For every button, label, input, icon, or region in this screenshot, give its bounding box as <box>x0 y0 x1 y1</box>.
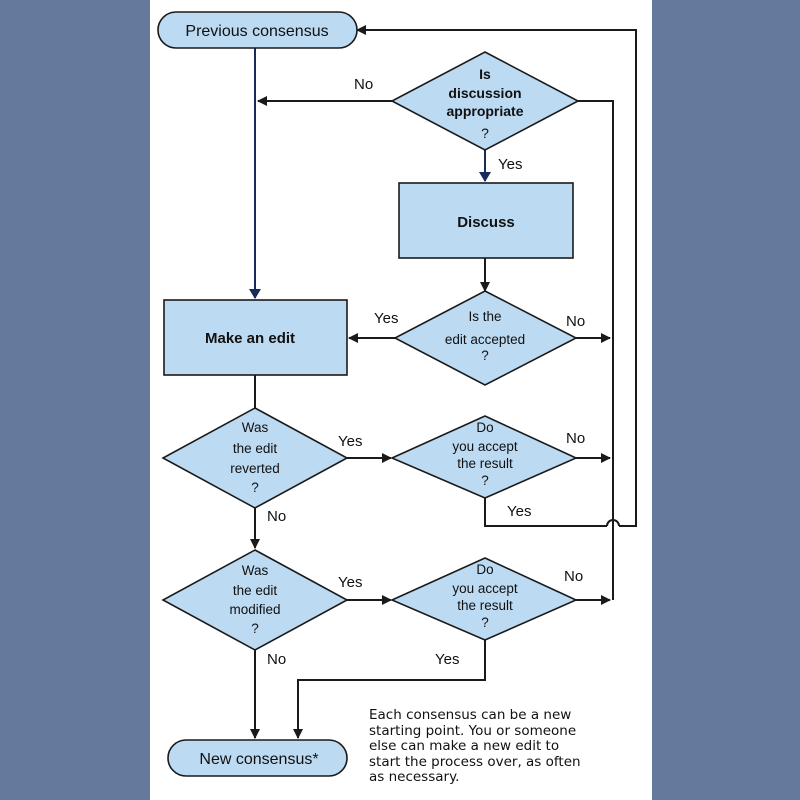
reverted-q-line: Was <box>242 420 269 435</box>
label-result2-yes: Yes <box>435 651 459 668</box>
footnote-line: as necessary. <box>369 769 460 785</box>
result1-q-line: the result <box>457 456 513 471</box>
reverted-decision <box>161 407 349 509</box>
result2-q-line: you accept <box>452 581 518 596</box>
discussion-q-line: ? <box>481 125 489 141</box>
accepted-q-line: edit accepted <box>445 332 525 347</box>
reverted-q-line: ? <box>251 480 259 495</box>
footnote-line: start the process over, as often <box>369 753 581 770</box>
reverted-q-line: reverted <box>230 461 280 476</box>
result1-q-line: Do <box>476 420 493 435</box>
accepted-q-line: ? <box>481 348 489 363</box>
label-reverted-yes: Yes <box>338 433 362 450</box>
label-discussion-yes: Yes <box>498 156 522 173</box>
new-consensus-label: New consensus* <box>199 751 318 768</box>
label-accepted-no: No <box>566 313 585 330</box>
discussion-decision <box>390 51 580 151</box>
new-consensus-node <box>167 739 348 777</box>
edge-result1-yes <box>484 498 607 527</box>
label-reverted-no: No <box>267 508 286 525</box>
modified-q-line: the edit <box>233 583 278 598</box>
modified-q-line: modified <box>229 602 280 617</box>
discuss-node <box>398 182 574 259</box>
result1-q-line: you accept <box>452 439 518 454</box>
label-result1-no: No <box>566 430 585 447</box>
result1-q-line: ? <box>481 473 489 488</box>
make-edit-node <box>163 299 348 376</box>
discussion-q-line: appropriate <box>446 103 523 119</box>
connectors <box>249 25 637 739</box>
label-modified-yes: Yes <box>338 574 362 591</box>
label-modified-no: No <box>267 651 286 668</box>
accept-result-decision-1 <box>390 415 578 499</box>
modified-q-line: ? <box>251 621 259 636</box>
make-edit-label: Make an edit <box>205 330 295 347</box>
edge-loop-back <box>356 25 637 527</box>
diagram-panel <box>150 0 652 800</box>
modified-decision <box>161 549 349 651</box>
footnote: Each consensus can be a new starting poi… <box>369 707 639 786</box>
edit-accepted-question: Is the edit accepted ? <box>445 309 525 363</box>
edit-accepted-decision <box>393 290 578 386</box>
discussion-q-line: discussion <box>448 85 521 101</box>
footnote-line: Each consensus can be a new <box>369 707 572 723</box>
reverted-q-line: the edit <box>233 441 278 456</box>
label-result2-no: No <box>564 568 583 585</box>
reverted-question: Was the edit reverted ? <box>230 420 280 495</box>
label-result1-yes: Yes <box>507 503 531 520</box>
result2-q-line: the result <box>457 598 513 613</box>
discussion-q-line: Is <box>479 66 491 82</box>
accept-result-question-1: Do you accept the result ? <box>452 420 518 488</box>
edge-right-collector <box>576 100 614 600</box>
accept-result-decision-2 <box>390 557 578 641</box>
edge-labels: No Yes Yes No Yes No Yes No Yes No No Ye… <box>267 76 585 668</box>
discussion-question: Is discussion appropriate ? <box>446 66 523 141</box>
modified-question: Was the edit modified ? <box>229 563 280 636</box>
discuss-label: Discuss <box>457 214 515 231</box>
edge-crossing-hop <box>606 519 620 527</box>
accept-result-question-2: Do you accept the result ? <box>452 562 518 630</box>
previous-consensus-label: Previous consensus <box>185 23 328 40</box>
label-accepted-yes: Yes <box>374 310 398 327</box>
accepted-q-line: Is the <box>468 309 501 324</box>
footnote-line: starting point. You or someone <box>369 722 577 739</box>
previous-consensus-node <box>157 11 358 49</box>
footnote-line: else can make a new edit to <box>369 738 560 754</box>
modified-q-line: Was <box>242 563 269 578</box>
result2-q-line: ? <box>481 615 489 630</box>
result2-q-line: Do <box>476 562 493 577</box>
edge-result2-yes <box>293 640 486 739</box>
label-discussion-no: No <box>354 76 373 93</box>
